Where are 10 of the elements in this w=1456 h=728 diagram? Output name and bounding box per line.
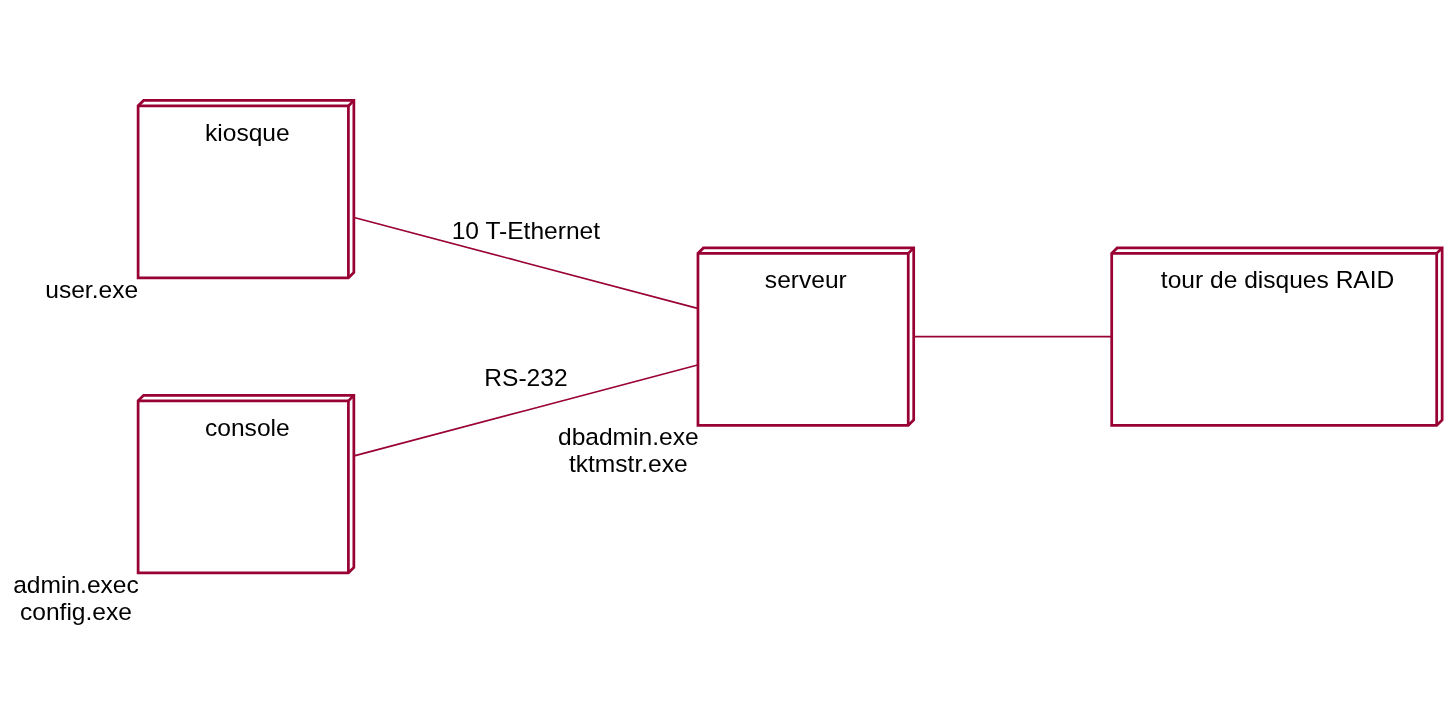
node-label: config.exe xyxy=(19,597,132,625)
edge-label: 10 T-Ethernet xyxy=(451,216,601,244)
connector xyxy=(353,364,699,457)
node-label: dbadmin.exe xyxy=(557,423,699,451)
node-label: admin.exec xyxy=(13,570,139,598)
connector xyxy=(353,216,699,310)
connector xyxy=(913,335,1113,338)
node-label: tktmstr.exe xyxy=(568,450,688,478)
edge-label: RS-232 xyxy=(484,364,568,392)
node-label: user.exe xyxy=(45,275,139,303)
